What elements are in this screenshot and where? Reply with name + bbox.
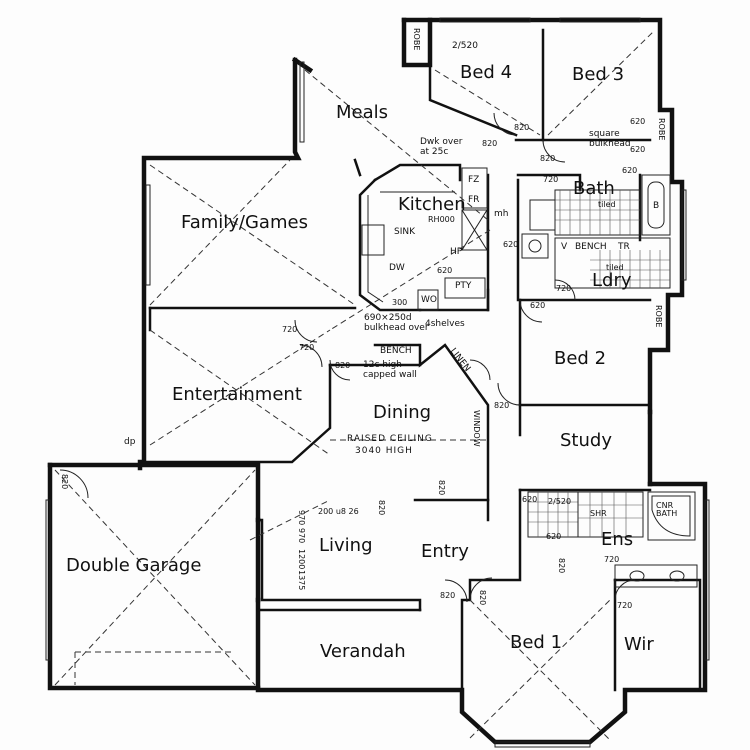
door-size: 720 <box>282 325 298 334</box>
door-size: 820 <box>440 591 456 600</box>
wet-area-tiles <box>521 174 698 588</box>
door-size: 970 <box>297 528 306 544</box>
door-size: 820 <box>540 154 556 163</box>
door-size: 820 <box>557 558 566 574</box>
room-label-bath: Bath <box>573 178 615 199</box>
door-size: 620 <box>530 301 546 310</box>
door-size: 720 <box>543 175 559 184</box>
bath-tiled-note: tiled <box>598 200 616 209</box>
door-size: 820 <box>478 590 487 606</box>
door-size: 620 <box>546 532 562 541</box>
door-swings <box>59 112 636 603</box>
door-size: 620 <box>503 240 519 249</box>
room-label-entry: Entry <box>421 541 469 562</box>
raised-ceiling-note: RAISED CEILING <box>347 434 433 444</box>
downpipe-label: dp <box>124 437 136 447</box>
shelves-note: 4shelves <box>425 319 465 329</box>
robe-label-bed3: ROBE <box>657 118 666 141</box>
freezer-label: FZ <box>468 175 480 185</box>
living-dimension-note: 200 u8 26 <box>318 507 359 516</box>
room-label-dining: Dining <box>373 402 432 423</box>
room-label-bed1: Bed 1 <box>510 632 563 653</box>
dishwasher-label: DW <box>389 263 405 273</box>
wall-oven-label: WO <box>421 295 437 305</box>
door-size: 820 <box>494 401 510 410</box>
door-size: 620 <box>622 166 638 175</box>
kitchen-bench-label: BENCH <box>380 346 412 356</box>
room-label-bed4: Bed 4 <box>460 62 513 83</box>
capped-wall-note: 12c high capped wall <box>363 360 417 380</box>
door-size: 620 <box>630 117 646 126</box>
room-label-bed2: Bed 2 <box>554 348 607 369</box>
door-size: 820 <box>377 500 386 516</box>
room-label-ldry: Ldry <box>592 270 632 291</box>
square-bulkhead-note: square bulkhead <box>589 129 631 149</box>
door-size: 620 <box>630 145 646 154</box>
trough-label: TR <box>618 242 630 252</box>
bulkhead-note: 690×250d bulkhead over <box>364 313 429 333</box>
robe-label-bed2: ROBE <box>654 305 663 328</box>
room-label-entertainment: Entertainment <box>172 384 302 405</box>
room-label-double-garage: Double Garage <box>66 555 202 576</box>
room-label-family-games: Family/Games <box>181 212 308 233</box>
room-label-study: Study <box>560 430 612 451</box>
room-label-bed3: Bed 3 <box>572 64 625 85</box>
robe-label-bed4: ROBE <box>412 28 421 51</box>
windows <box>45 17 710 748</box>
corner-bath-label: CNR BATH <box>656 501 678 518</box>
room-label-ens: Ens <box>601 529 634 550</box>
room-label-kitchen: Kitchen <box>398 194 466 215</box>
vanity-label: V <box>561 242 568 252</box>
window-label: WINDOW <box>472 410 481 447</box>
rangehood-label: RH000 <box>428 215 455 224</box>
room-label-living: Living <box>319 535 373 556</box>
door-size: 820 <box>335 361 351 370</box>
fridge-label: FR <box>468 195 480 205</box>
door-size: 820 <box>514 123 530 132</box>
door-size: 620 <box>437 266 453 275</box>
ceiling-height-note: 3040 HIGH <box>355 446 413 456</box>
sink-label: SINK <box>394 227 416 237</box>
shower-label: SHR <box>590 509 607 518</box>
room-label-wir: Wir <box>624 634 654 655</box>
manhole-label: mh <box>494 209 509 219</box>
interior-walls <box>142 28 702 692</box>
kitchen-bench <box>358 163 488 312</box>
laundry-tiled-note: tiled <box>606 263 624 272</box>
door-size: 1200 <box>297 549 306 570</box>
room-label-verandah: Verandah <box>320 641 406 662</box>
room-label-meals: Meals <box>336 102 389 123</box>
laundry-bench-label: BENCH <box>575 242 607 252</box>
ensuite-dimension-note: 2/520 <box>548 497 572 506</box>
hotplate-label: HP <box>450 247 463 257</box>
door-size: 720 <box>299 343 315 352</box>
dwk-over-note: Dwk over at 25c <box>420 137 463 157</box>
door-size: 720 <box>556 284 572 293</box>
door-size: 820 <box>60 474 69 490</box>
door-size: 720 <box>617 601 633 610</box>
pantry-label: PTY <box>455 281 472 291</box>
bath-tub-label: B <box>653 201 660 211</box>
door-size: 1375 <box>297 570 306 591</box>
door-size: 820 <box>482 139 498 148</box>
door-size: 620 <box>522 495 538 504</box>
door-size: 720 <box>604 555 620 564</box>
door-size: 300 <box>392 298 408 307</box>
door-size: 970 <box>297 510 306 526</box>
bed4-dimension-note: 2/520 <box>452 41 478 51</box>
ceiling-guide-lines <box>54 29 656 741</box>
door-size: 820 <box>437 480 446 496</box>
